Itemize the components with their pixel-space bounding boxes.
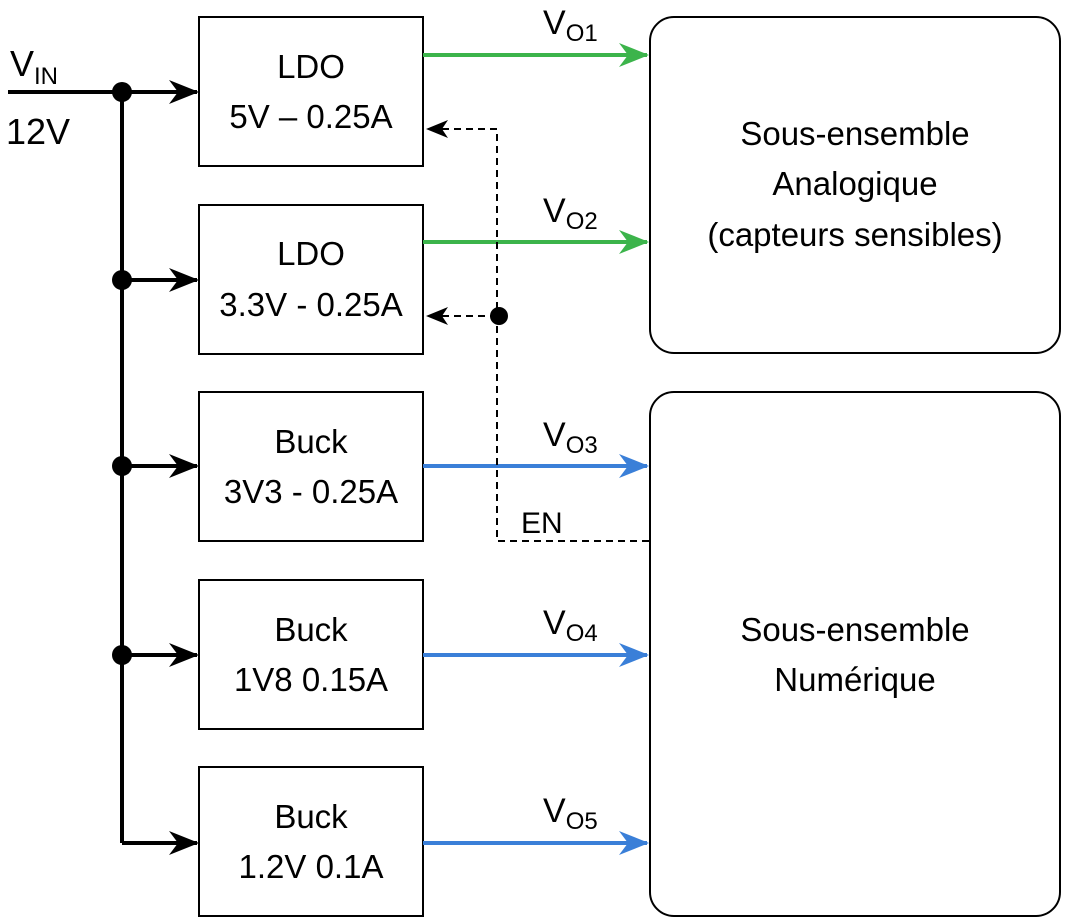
regulator-rating: 3V3 - 0.25A: [224, 473, 398, 510]
regulator-ldo-3v3: LDO 3.3V - 0.25A: [198, 204, 424, 355]
output-arrows: [423, 43, 649, 855]
subsystem-analog-line2: Analogique: [772, 165, 937, 202]
regulator-rating: 3.3V - 0.25A: [219, 286, 402, 323]
output-label-vo5: VO5: [543, 792, 598, 835]
regulator-rating: 1.2V 0.1A: [239, 848, 384, 885]
output-label-vo2: VO2: [543, 192, 598, 235]
regulator-title: LDO: [277, 48, 345, 85]
output-label-vo4: VO4: [543, 604, 598, 647]
subsystem-analog: Sous-ensemble Analogique (capteurs sensi…: [649, 16, 1061, 354]
bus-junctions: [112, 82, 132, 665]
input-voltage-symbol: VIN: [10, 43, 58, 90]
junction-dot: [112, 270, 132, 290]
regulator-title: Buck: [274, 611, 348, 648]
regulator-buck-1v8: Buck 1V8 0.15A: [198, 579, 424, 730]
regulator-title: Buck: [274, 423, 348, 460]
output-label-vo3: VO3: [543, 416, 598, 459]
input-voltage-value: 12V: [6, 111, 70, 152]
subsystem-digital: Sous-ensemble Numérique: [649, 391, 1061, 917]
regulator-rating: 1V8 0.15A: [234, 661, 388, 698]
enable-label: EN: [521, 507, 563, 540]
feed-arrows: [122, 80, 199, 855]
subsystem-digital-line2: Numérique: [774, 661, 935, 698]
enable-junction-dot: [490, 307, 508, 325]
junction-dot: [112, 645, 132, 665]
output-label-vo1: VO1: [543, 4, 598, 47]
regulator-rating: 5V – 0.25A: [229, 98, 392, 135]
subsystem-analog-line3: (capteurs sensibles): [707, 216, 1002, 253]
junction-dot: [112, 82, 132, 102]
input-bus: [8, 90, 124, 843]
regulator-buck-3v3: Buck 3V3 - 0.25A: [198, 391, 424, 542]
enable-line: [426, 120, 649, 542]
regulator-title: Buck: [274, 798, 348, 835]
regulator-title: LDO: [277, 235, 345, 272]
regulator-ldo-5v: LDO 5V – 0.25A: [198, 16, 424, 167]
subsystem-analog-line1: Sous-ensemble: [740, 115, 969, 152]
regulator-buck-1v2: Buck 1.2V 0.1A: [198, 766, 424, 917]
subsystem-digital-line1: Sous-ensemble: [740, 611, 969, 648]
junction-dot: [112, 456, 132, 476]
